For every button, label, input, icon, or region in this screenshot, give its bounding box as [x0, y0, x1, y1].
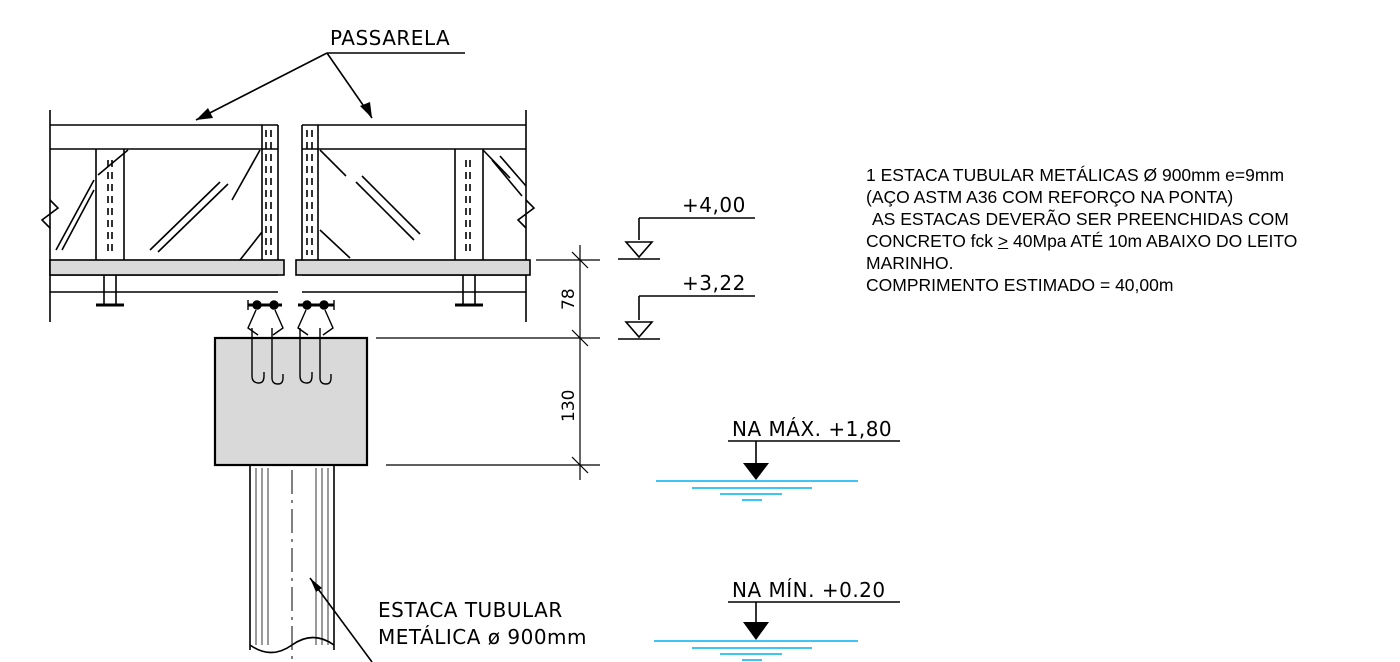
passarela-label: PASSARELA: [330, 26, 450, 50]
note-line-1: 1 ESTACA TUBULAR METÁLICAS Ø 900mm e=9mm: [866, 165, 1285, 185]
note-line-4: CONCRETO fck > 40Mpa ATÉ 10m ABAIXO DO L…: [866, 230, 1396, 252]
level-marker-top: [618, 217, 755, 260]
estaca-label-line2: METÁLICA ø 900mm: [378, 625, 587, 649]
pile-leader: [309, 577, 373, 662]
level-top-label: +4,00: [682, 193, 746, 217]
right-truss: [301, 110, 536, 322]
note-line-2: (AÇO ASTM A36 COM REFORÇO NA PONTA): [866, 187, 1234, 207]
na-max-label: NA MÁX. +1,80: [732, 417, 892, 441]
right-deck-plate: [295, 259, 531, 276]
left-deck-plate: [49, 259, 285, 276]
tubular-pile: [249, 465, 335, 662]
level-mid-label: +3,22: [682, 271, 746, 295]
water-level-max: [656, 440, 900, 501]
pile-cap: [213, 336, 369, 467]
dim-78-label: 78: [559, 288, 579, 310]
estaca-label-line1: ESTACA TUBULAR: [378, 598, 563, 622]
left-truss: [40, 110, 279, 322]
specification-notes: 1 ESTACA TUBULAR METÁLICAS Ø 900mm e=9mm…: [866, 164, 1396, 296]
note-line-4-a: CONCRETO fck: [866, 231, 994, 251]
dim-130-label: 130: [559, 390, 579, 422]
bearing-anchors: [247, 300, 335, 336]
level-marker-mid: [618, 295, 755, 340]
note-line-3: AS ESTACAS DEVERÃO SER PREENCHIDAS COM: [872, 209, 1289, 229]
water-level-min: [654, 601, 900, 661]
vertical-dimensions: [376, 245, 600, 480]
anchor-hooks: [251, 328, 332, 385]
note-line-5: MARINHO.: [866, 253, 954, 273]
note-line-4-b: 40Mpa ATÉ 10m ABAIXO DO LEITO: [1013, 231, 1298, 251]
passarela-leaders: [195, 52, 465, 121]
note-line-6: COMPRIMENTO ESTIMADO = 40,00m: [866, 275, 1174, 295]
greater-equal-symbol: >: [997, 231, 1009, 251]
na-min-label: NA MÍN. +0.20: [732, 578, 886, 602]
